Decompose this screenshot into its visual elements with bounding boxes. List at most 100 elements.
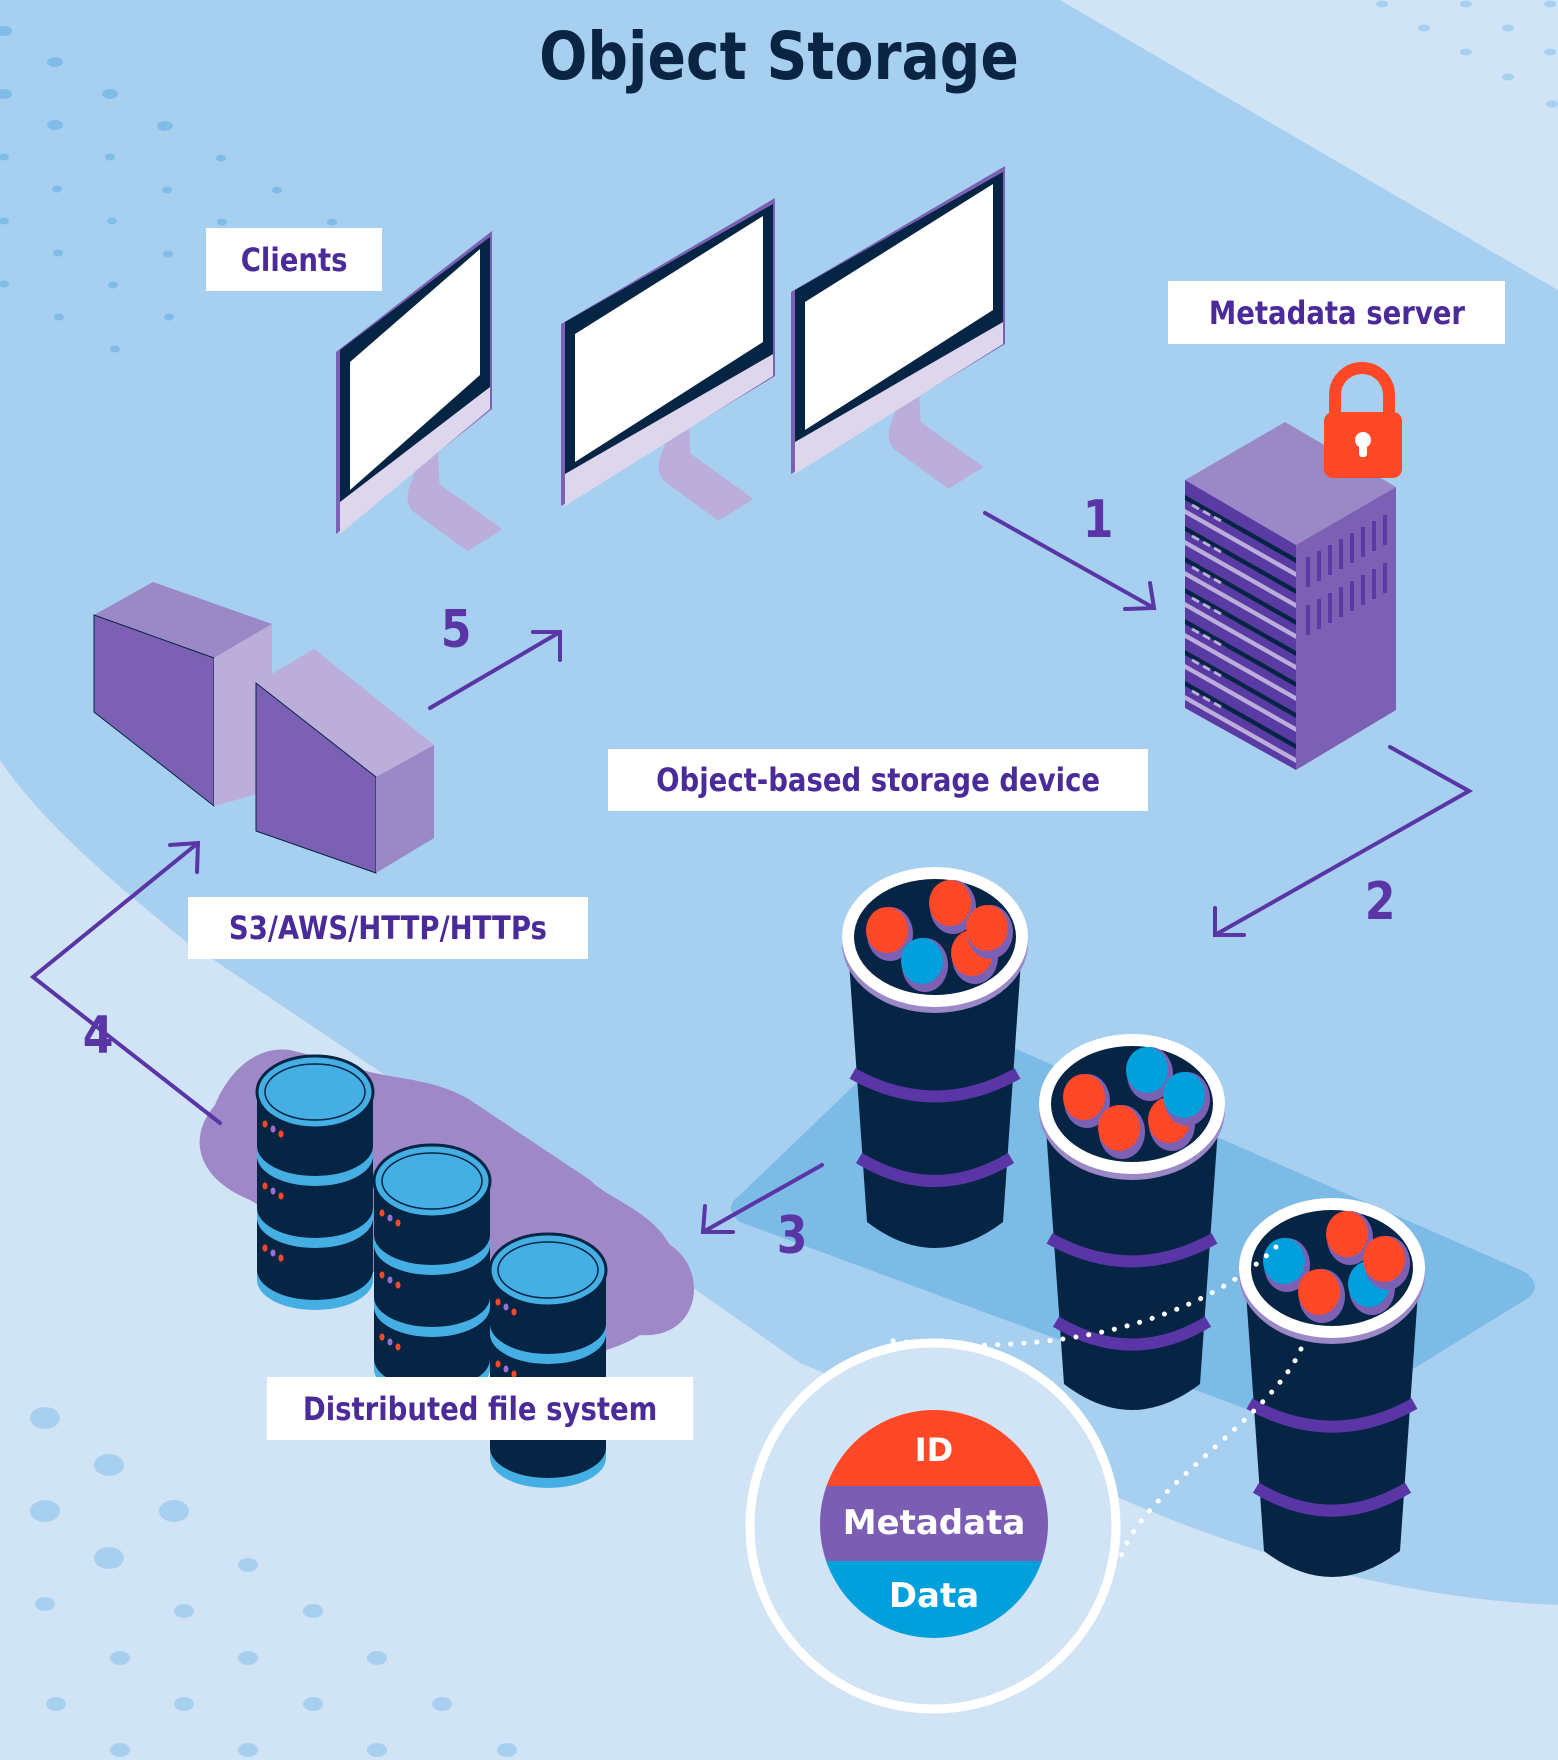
- data-object: [929, 880, 976, 934]
- dot: [110, 345, 120, 353]
- data-object: [866, 907, 913, 961]
- label-object-storage-device-text: Object-based storage device: [656, 761, 1100, 799]
- label-metadata-server-text: Metadata server: [1208, 293, 1465, 332]
- monitor-screen: [575, 216, 763, 462]
- storage-buckets: [842, 867, 1425, 1577]
- status-led: [379, 1333, 385, 1341]
- dot: [108, 281, 118, 289]
- label-protocols-text: S3/AWS/HTTP/HTTPs: [228, 909, 548, 947]
- data-object: [1363, 1236, 1410, 1290]
- label-clients: Clients: [206, 228, 382, 291]
- dot: [30, 1407, 60, 1429]
- monitor-screen: [350, 249, 480, 490]
- segment-metadata-label: Metadata: [842, 1503, 1026, 1543]
- dot: [1376, 0, 1388, 8]
- status-led: [270, 1249, 276, 1257]
- dot: [0, 26, 12, 36]
- data-object: [901, 938, 948, 992]
- dot: [1502, 73, 1514, 81]
- arrow-step-3: [700, 1163, 824, 1234]
- desktop-monitor-icon: [791, 166, 1005, 489]
- database-icon: [372, 1143, 492, 1399]
- dot: [216, 154, 226, 162]
- database-icon: [255, 1054, 375, 1310]
- dot: [164, 313, 174, 321]
- client-monitors: [336, 166, 1005, 552]
- dot: [0, 89, 12, 99]
- status-led: [379, 1271, 385, 1279]
- step-number-3: 3: [776, 1206, 808, 1266]
- segment-id-label: ID: [914, 1431, 954, 1469]
- padlock-icon: [1324, 362, 1402, 478]
- dot: [1544, 48, 1556, 56]
- status-led: [387, 1338, 393, 1346]
- dot: [217, 218, 227, 226]
- dot: [174, 1604, 194, 1618]
- dot: [0, 217, 9, 225]
- status-led: [387, 1214, 393, 1222]
- status-led: [511, 1308, 517, 1316]
- dot: [327, 218, 337, 226]
- dot: [238, 1743, 258, 1757]
- box-icon: [255, 649, 434, 874]
- dot: [0, 280, 9, 288]
- database-icon: [488, 1232, 608, 1488]
- dot: [1546, 100, 1558, 108]
- data-object: [1126, 1047, 1173, 1101]
- dot: [53, 249, 63, 257]
- dot: [367, 1743, 387, 1757]
- label-protocols: S3/AWS/HTTP/HTTPs: [188, 897, 588, 959]
- dot: [159, 1500, 189, 1522]
- status-led: [262, 1244, 268, 1252]
- data-object: [1163, 1072, 1210, 1126]
- arrow-step-4: [29, 840, 222, 1125]
- dot: [35, 1597, 55, 1611]
- data-object: [1298, 1269, 1345, 1323]
- dot: [102, 89, 118, 99]
- dot: [52, 185, 62, 193]
- step-number-1: 1: [1082, 490, 1114, 550]
- label-object-storage-device: Object-based storage device: [608, 749, 1148, 811]
- server-rack-icon: [1185, 422, 1396, 770]
- status-led: [395, 1281, 401, 1289]
- dot: [110, 1743, 130, 1757]
- status-led: [270, 1187, 276, 1195]
- status-led: [503, 1365, 509, 1373]
- status-led: [387, 1276, 393, 1284]
- arrow-step-1: [983, 511, 1157, 611]
- dot: [1544, 0, 1556, 8]
- dot: [30, 1500, 60, 1522]
- dot: [162, 186, 172, 194]
- segment-metadata: [820, 1486, 1048, 1564]
- status-led: [511, 1370, 517, 1378]
- dot: [272, 186, 282, 194]
- status-led: [278, 1254, 284, 1262]
- bucket-icon: [842, 867, 1028, 1248]
- dot: [238, 1651, 258, 1665]
- arrow-step-5: [428, 630, 562, 710]
- step-number-2: 2: [1364, 872, 1396, 932]
- status-led: [262, 1120, 268, 1128]
- dot: [163, 250, 173, 258]
- dot: [107, 217, 117, 225]
- desktop-monitor-icon: [561, 198, 775, 521]
- status-led: [495, 1360, 501, 1368]
- label-distributed-file-system: Distributed file system: [267, 1377, 693, 1440]
- data-object: [1098, 1105, 1145, 1159]
- dot: [157, 121, 173, 131]
- status-led: [395, 1219, 401, 1227]
- dot: [0, 153, 9, 161]
- dot: [303, 1697, 323, 1711]
- status-led: [495, 1298, 501, 1306]
- background-corner: [1060, 0, 1558, 290]
- dot: [94, 1547, 124, 1569]
- segment-data-label: Data: [888, 1576, 980, 1616]
- dot: [94, 1454, 124, 1476]
- dot: [367, 1651, 387, 1665]
- dot: [1460, 0, 1472, 8]
- step-number-4: 4: [82, 1006, 114, 1066]
- step-number-5: 5: [440, 600, 472, 660]
- status-led: [278, 1130, 284, 1138]
